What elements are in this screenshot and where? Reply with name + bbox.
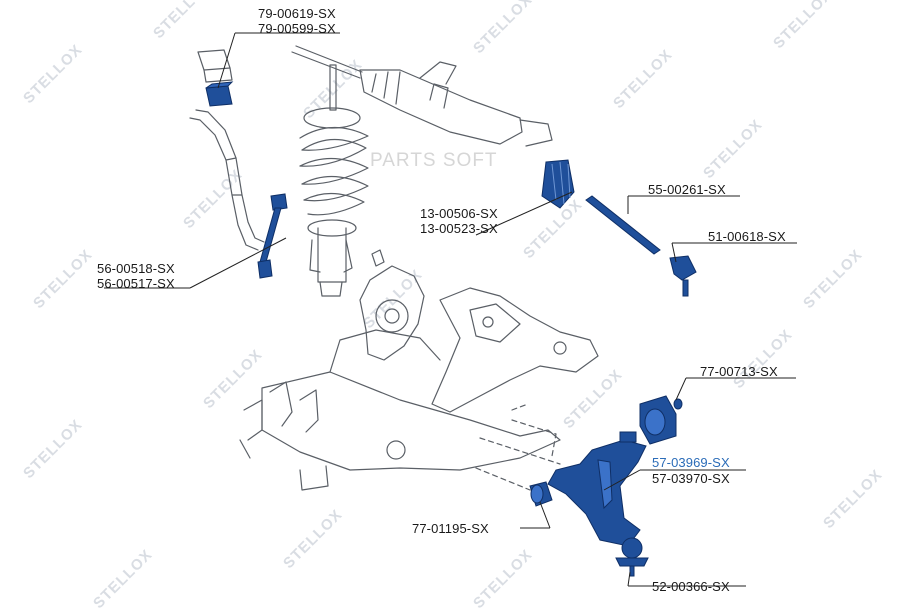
tie-rod-end-part [669, 255, 697, 297]
ball-joint-part [615, 537, 649, 577]
label-control-arm-1: 57-03969-SX [652, 455, 730, 470]
rack-boot-part [541, 159, 575, 209]
label-rack-boot-2: 13-00523-SX [420, 221, 498, 236]
label-ball-joint: 52-00366-SX [652, 579, 730, 594]
leader-lines [104, 32, 797, 587]
stabilizer-bar [189, 109, 265, 251]
label-tie-rod: 55-00261-SX [648, 182, 726, 197]
brand-watermark: PARTS SOFT [370, 150, 498, 171]
label-tie-rod-end: 51-00618-SX [708, 229, 786, 244]
steering-knuckle [359, 249, 425, 361]
label-stab-link-2: 56-00517-SX [97, 276, 175, 291]
control-arm-part [547, 431, 647, 547]
stab-bushing-bracket [197, 49, 233, 83]
label-stab-bushing-2: 79-00599-SX [258, 21, 336, 36]
subframe [239, 287, 599, 491]
label-stab-bushing-1: 79-00619-SX [258, 6, 336, 21]
label-stab-link-1: 56-00518-SX [97, 261, 175, 276]
rear-bushing-part [639, 395, 683, 445]
front-bushing-part [529, 481, 553, 507]
label-control-arm-2: 57-03970-SX [652, 471, 730, 486]
label-rack-boot-1: 13-00506-SX [420, 206, 498, 221]
strut-spring-assembly [299, 64, 369, 297]
label-rear-bushing: 77-00713-SX [700, 364, 778, 379]
label-front-bushing: 77-01195-SX [412, 521, 489, 536]
tie-rod-part [585, 195, 661, 255]
stab-link-part [257, 193, 288, 279]
steering-rack [291, 45, 553, 147]
mounting-lines [475, 403, 561, 491]
